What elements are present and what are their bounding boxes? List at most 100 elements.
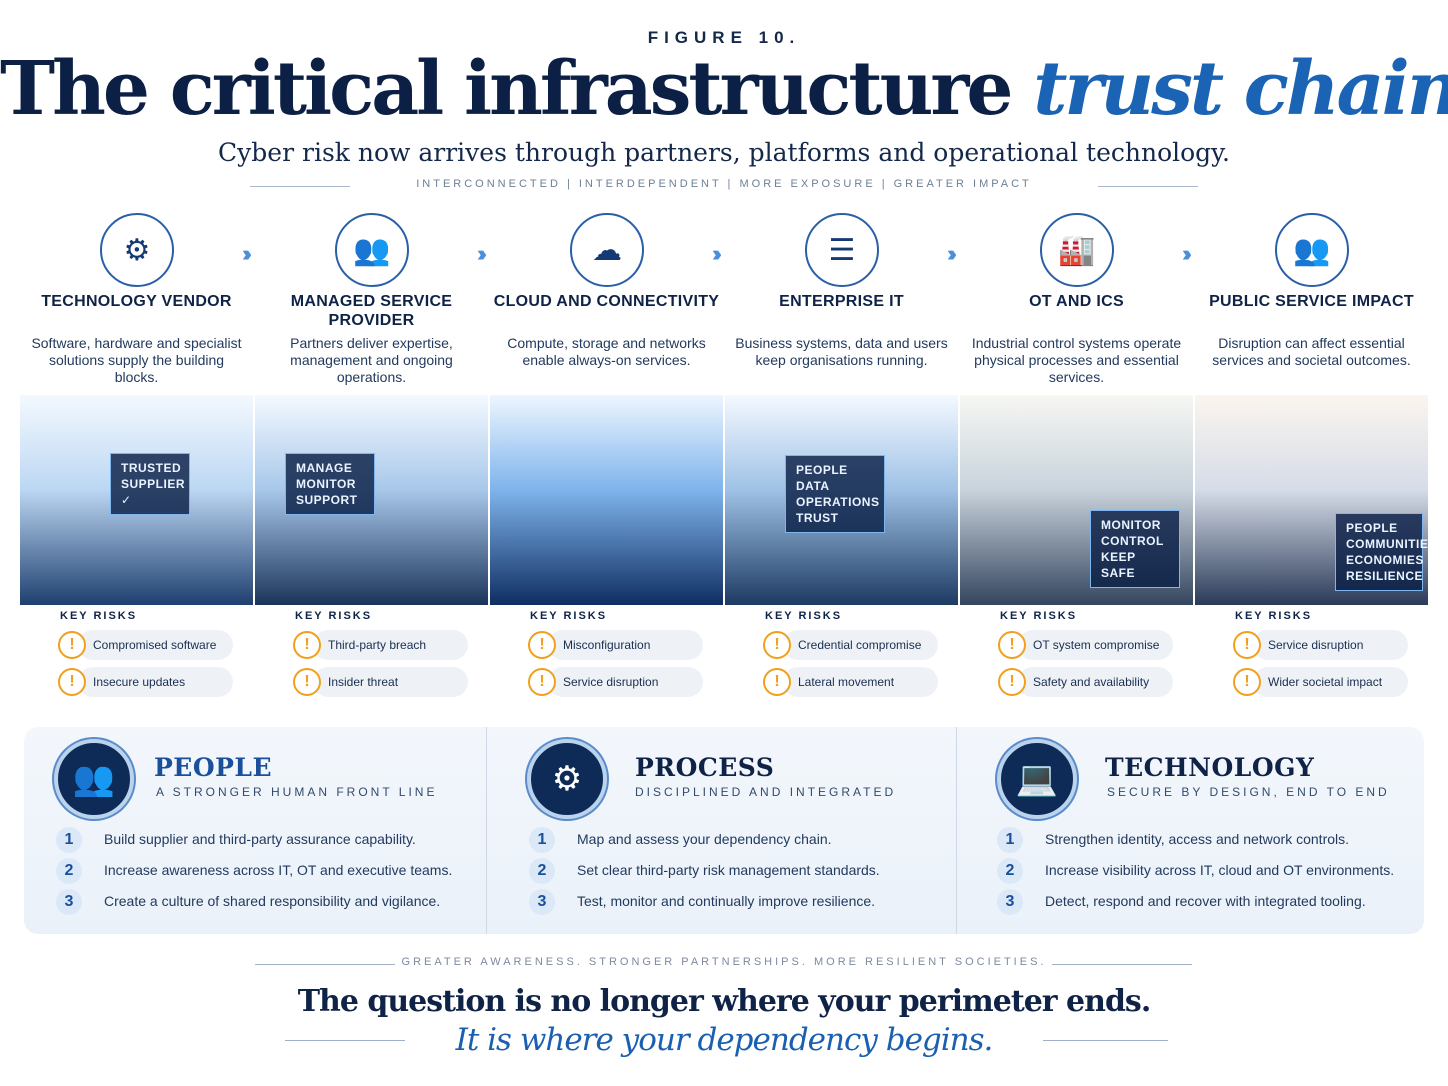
closing-quote-line1: The question is no longer where your per…: [297, 984, 1152, 1019]
stage-public-service-impact: 👥 PUBLIC SERVICE IMPACT Disruption can a…: [1195, 205, 1428, 705]
page-subtitle: Cyber risk now arrives through partners,…: [218, 138, 1230, 167]
number-badge: 2: [56, 858, 82, 884]
list-item: 3 Create a culture of shared responsibili…: [56, 889, 476, 915]
stage-title: TECHNOLOGY VENDOR: [41, 293, 232, 310]
warning-icon: !: [58, 631, 86, 659]
warning-icon: !: [998, 668, 1026, 696]
risk-item: !Lateral movement: [763, 667, 938, 697]
people-icon: 👥: [54, 739, 134, 819]
key-risks-label: KEY RISKS: [1235, 610, 1313, 622]
key-risks-label: KEY RISKS: [60, 610, 138, 622]
list-item-text: Increase visibility across IT, cloud and…: [1045, 862, 1395, 878]
divider-line: [250, 186, 350, 187]
risk-label: Misconfiguration: [548, 630, 703, 660]
stage-title: PUBLIC SERVICE IMPACT: [1209, 293, 1414, 310]
key-risks-label: KEY RISKS: [1000, 610, 1078, 622]
pillar-subtitle: DISCIPLINED AND INTEGRATED: [635, 785, 897, 799]
list-item-text: Increase awareness across IT, OT and exe…: [104, 862, 453, 878]
warning-icon: !: [58, 668, 86, 696]
risk-label: Compromised software: [78, 630, 233, 660]
stage-ot-ics: 🏭 OT AND ICS Industrial control systems …: [960, 205, 1193, 705]
number-badge: 3: [56, 889, 82, 915]
stage-description: Business systems, data and users keep or…: [735, 335, 948, 368]
scene-sign: MONITOR CONTROL KEEP SAFE: [1090, 510, 1180, 588]
warning-icon: !: [1233, 631, 1261, 659]
title-accent: trust chain: [1033, 46, 1448, 132]
warning-icon: !: [763, 631, 791, 659]
risk-label: Wider societal impact: [1253, 667, 1408, 697]
list-item-text: Build supplier and third-party assurance…: [104, 831, 416, 847]
number-badge: 1: [997, 827, 1023, 853]
list-item-text: Create a culture of shared responsibilit…: [104, 893, 441, 909]
warning-icon: !: [528, 631, 556, 659]
risk-item: !Service disruption: [528, 667, 703, 697]
divider-line: [285, 1040, 405, 1041]
stage-description: Compute, storage and networks enable alw…: [507, 335, 706, 368]
stage-description: Software, hardware and specialist soluti…: [31, 335, 242, 385]
stage-title: OT AND ICS: [1029, 293, 1124, 310]
scene-sign: TRUSTED SUPPLIER ✓: [110, 453, 190, 515]
city-scene-image: PEOPLE COMMUNITIES ECONOMIES RESILIENCE: [1195, 395, 1428, 605]
gear-icon: ⚙: [527, 739, 607, 819]
community-icon: 👥: [1275, 213, 1349, 287]
risk-label: Safety and availability: [1018, 667, 1173, 697]
divider-line: [1098, 186, 1198, 187]
stage-description: Industrial control systems operate physi…: [971, 335, 1182, 385]
chevron-right-icon: ›››: [242, 241, 252, 266]
list-item-text: Set clear third-party risk management st…: [577, 862, 880, 878]
chevron-right-icon: ›››: [712, 241, 722, 266]
divider-line: [1043, 1040, 1168, 1041]
risk-item: !Third-party breach: [293, 630, 468, 660]
risk-item: !OT system compromise: [998, 630, 1173, 660]
tagline-row: INTERCONNECTED | INTERDEPENDENT | MORE E…: [250, 178, 1198, 194]
warning-icon: !: [763, 668, 791, 696]
pillar-title: TECHNOLOGY: [1105, 753, 1315, 782]
scene-sign: MANAGE MONITOR SUPPORT: [285, 453, 375, 515]
list-item: 1 Build supplier and third-party assuranc…: [56, 827, 476, 853]
key-risks-label: KEY RISKS: [765, 610, 843, 622]
laptop-icon: 💻: [997, 739, 1077, 819]
operator-scene-image: MANAGE MONITOR SUPPORT: [255, 395, 488, 605]
people-icon: 👥: [335, 213, 409, 287]
warning-icon: !: [528, 668, 556, 696]
office-scene-image: PEOPLE DATA OPERATIONS TRUST: [725, 395, 958, 605]
factory-icon: 🏭: [1040, 213, 1114, 287]
footer-tagline: GREATER AWARENESS. STRONGER PARTNERSHIPS…: [401, 956, 1047, 968]
list-item-text: Detect, respond and recover with integra…: [1045, 893, 1366, 909]
datacenter-scene-image: [490, 395, 723, 605]
stage-title: MANAGED SERVICE PROVIDER: [290, 293, 453, 329]
stage-technology-vendor: ⚙ TECHNOLOGY VENDOR Software, hardware a…: [20, 205, 253, 705]
risk-item: !Insider threat: [293, 667, 468, 697]
chevron-right-icon: ›››: [477, 241, 487, 266]
stage-cloud-connectivity: ☁ CLOUD AND CONNECTIVITY Compute, storag…: [490, 205, 723, 705]
industrial-scene-image: MONITOR CONTROL KEEP SAFE: [960, 395, 1193, 605]
risk-label: Insecure updates: [78, 667, 233, 697]
risk-label: Insider threat: [313, 667, 468, 697]
stage-enterprise-it: ☰ ENTERPRISE IT Business systems, data a…: [725, 205, 958, 705]
key-risks-label: KEY RISKS: [295, 610, 373, 622]
trust-chain-flow: ⚙ TECHNOLOGY VENDOR Software, hardware a…: [20, 205, 1428, 705]
stage-description: Partners deliver expertise, management a…: [290, 335, 453, 385]
risk-item: !Safety and availability: [998, 667, 1173, 697]
risk-item: !Service disruption: [1233, 630, 1408, 660]
risk-item: !Compromised software: [58, 630, 233, 660]
chevron-right-icon: ›››: [947, 241, 957, 266]
stage-title: ENTERPRISE IT: [779, 293, 904, 310]
risk-item: !Wider societal impact: [1233, 667, 1408, 697]
gear-icon: ⚙: [100, 213, 174, 287]
list-item: 2 Increase awareness across IT, OT and ex…: [56, 858, 476, 884]
server-icon: ☰: [805, 213, 879, 287]
list-item: 3 Detect, respond and recover with integr…: [997, 889, 1417, 915]
laptop-scene-image: TRUSTED SUPPLIER ✓: [20, 395, 253, 605]
divider-line: [1052, 964, 1192, 965]
pillar-technology: 💻 TECHNOLOGY SECURE BY DESIGN, END TO EN…: [956, 727, 1424, 934]
number-badge: 3: [529, 889, 555, 915]
number-badge: 3: [997, 889, 1023, 915]
number-badge: 1: [56, 827, 82, 853]
risk-label: OT system compromise: [1018, 630, 1173, 660]
